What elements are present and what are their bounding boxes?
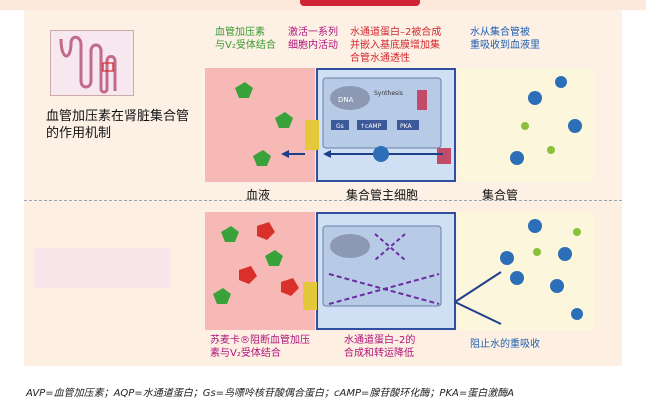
step4-label: 水从集合管被 重吸收到血液里 [470,27,540,51]
placeholder-box [34,248,170,288]
step1-label: 血管加压素 与V₂受体结合 [215,27,276,51]
nephron-icon [59,35,117,94]
nephron-illustration [50,30,134,96]
step2-label: 激活一系列 细胞内活动 [288,27,338,51]
mechanism-diagram-top [235,76,582,166]
mechanism-diagram-bottom [213,219,583,325]
collecting-duct-label: 集合管 [482,188,519,202]
bottom-step3-label: 阻止水的重吸收 [470,339,540,350]
gs-label: Gs [336,123,344,130]
bottom-step2-label: 水通道蛋白–2的 合成和转运降低 [344,335,416,359]
nucleus [330,86,370,110]
avp-molecule [235,82,293,166]
pka-label: PKA [400,123,412,130]
step3-label: 水通道蛋白–2被合成 并嵌入基底膜增加集 合管水通透性 [350,27,442,64]
blood-label: 血液 [246,188,271,202]
panel-divider [24,200,622,201]
legend-footer: AVP=血管加压素；AQP=水通道蛋白；Gs=鸟嘌呤核苷酸偶合蛋白；cAMP=腺… [26,388,515,399]
samsca-molecule [239,222,299,296]
top-banner-mark [300,0,420,6]
duct-lumen-bottom [458,212,594,330]
principal-cell-label: 集合管主细胞 [346,188,419,202]
v2-receptor [305,120,319,150]
synthesis-label: Synthesis [374,90,403,97]
dna-label: DNA [338,96,354,104]
avp-molecule-bottom [213,226,283,304]
bottom-step1-label: 苏麦卡®阻断血管加压 素与V₂受体结合 [210,335,310,359]
diagram-title: 血管加压素在肾脏集合管的作用机制 [46,109,190,141]
camp-label: ↑cAMP [360,123,382,130]
